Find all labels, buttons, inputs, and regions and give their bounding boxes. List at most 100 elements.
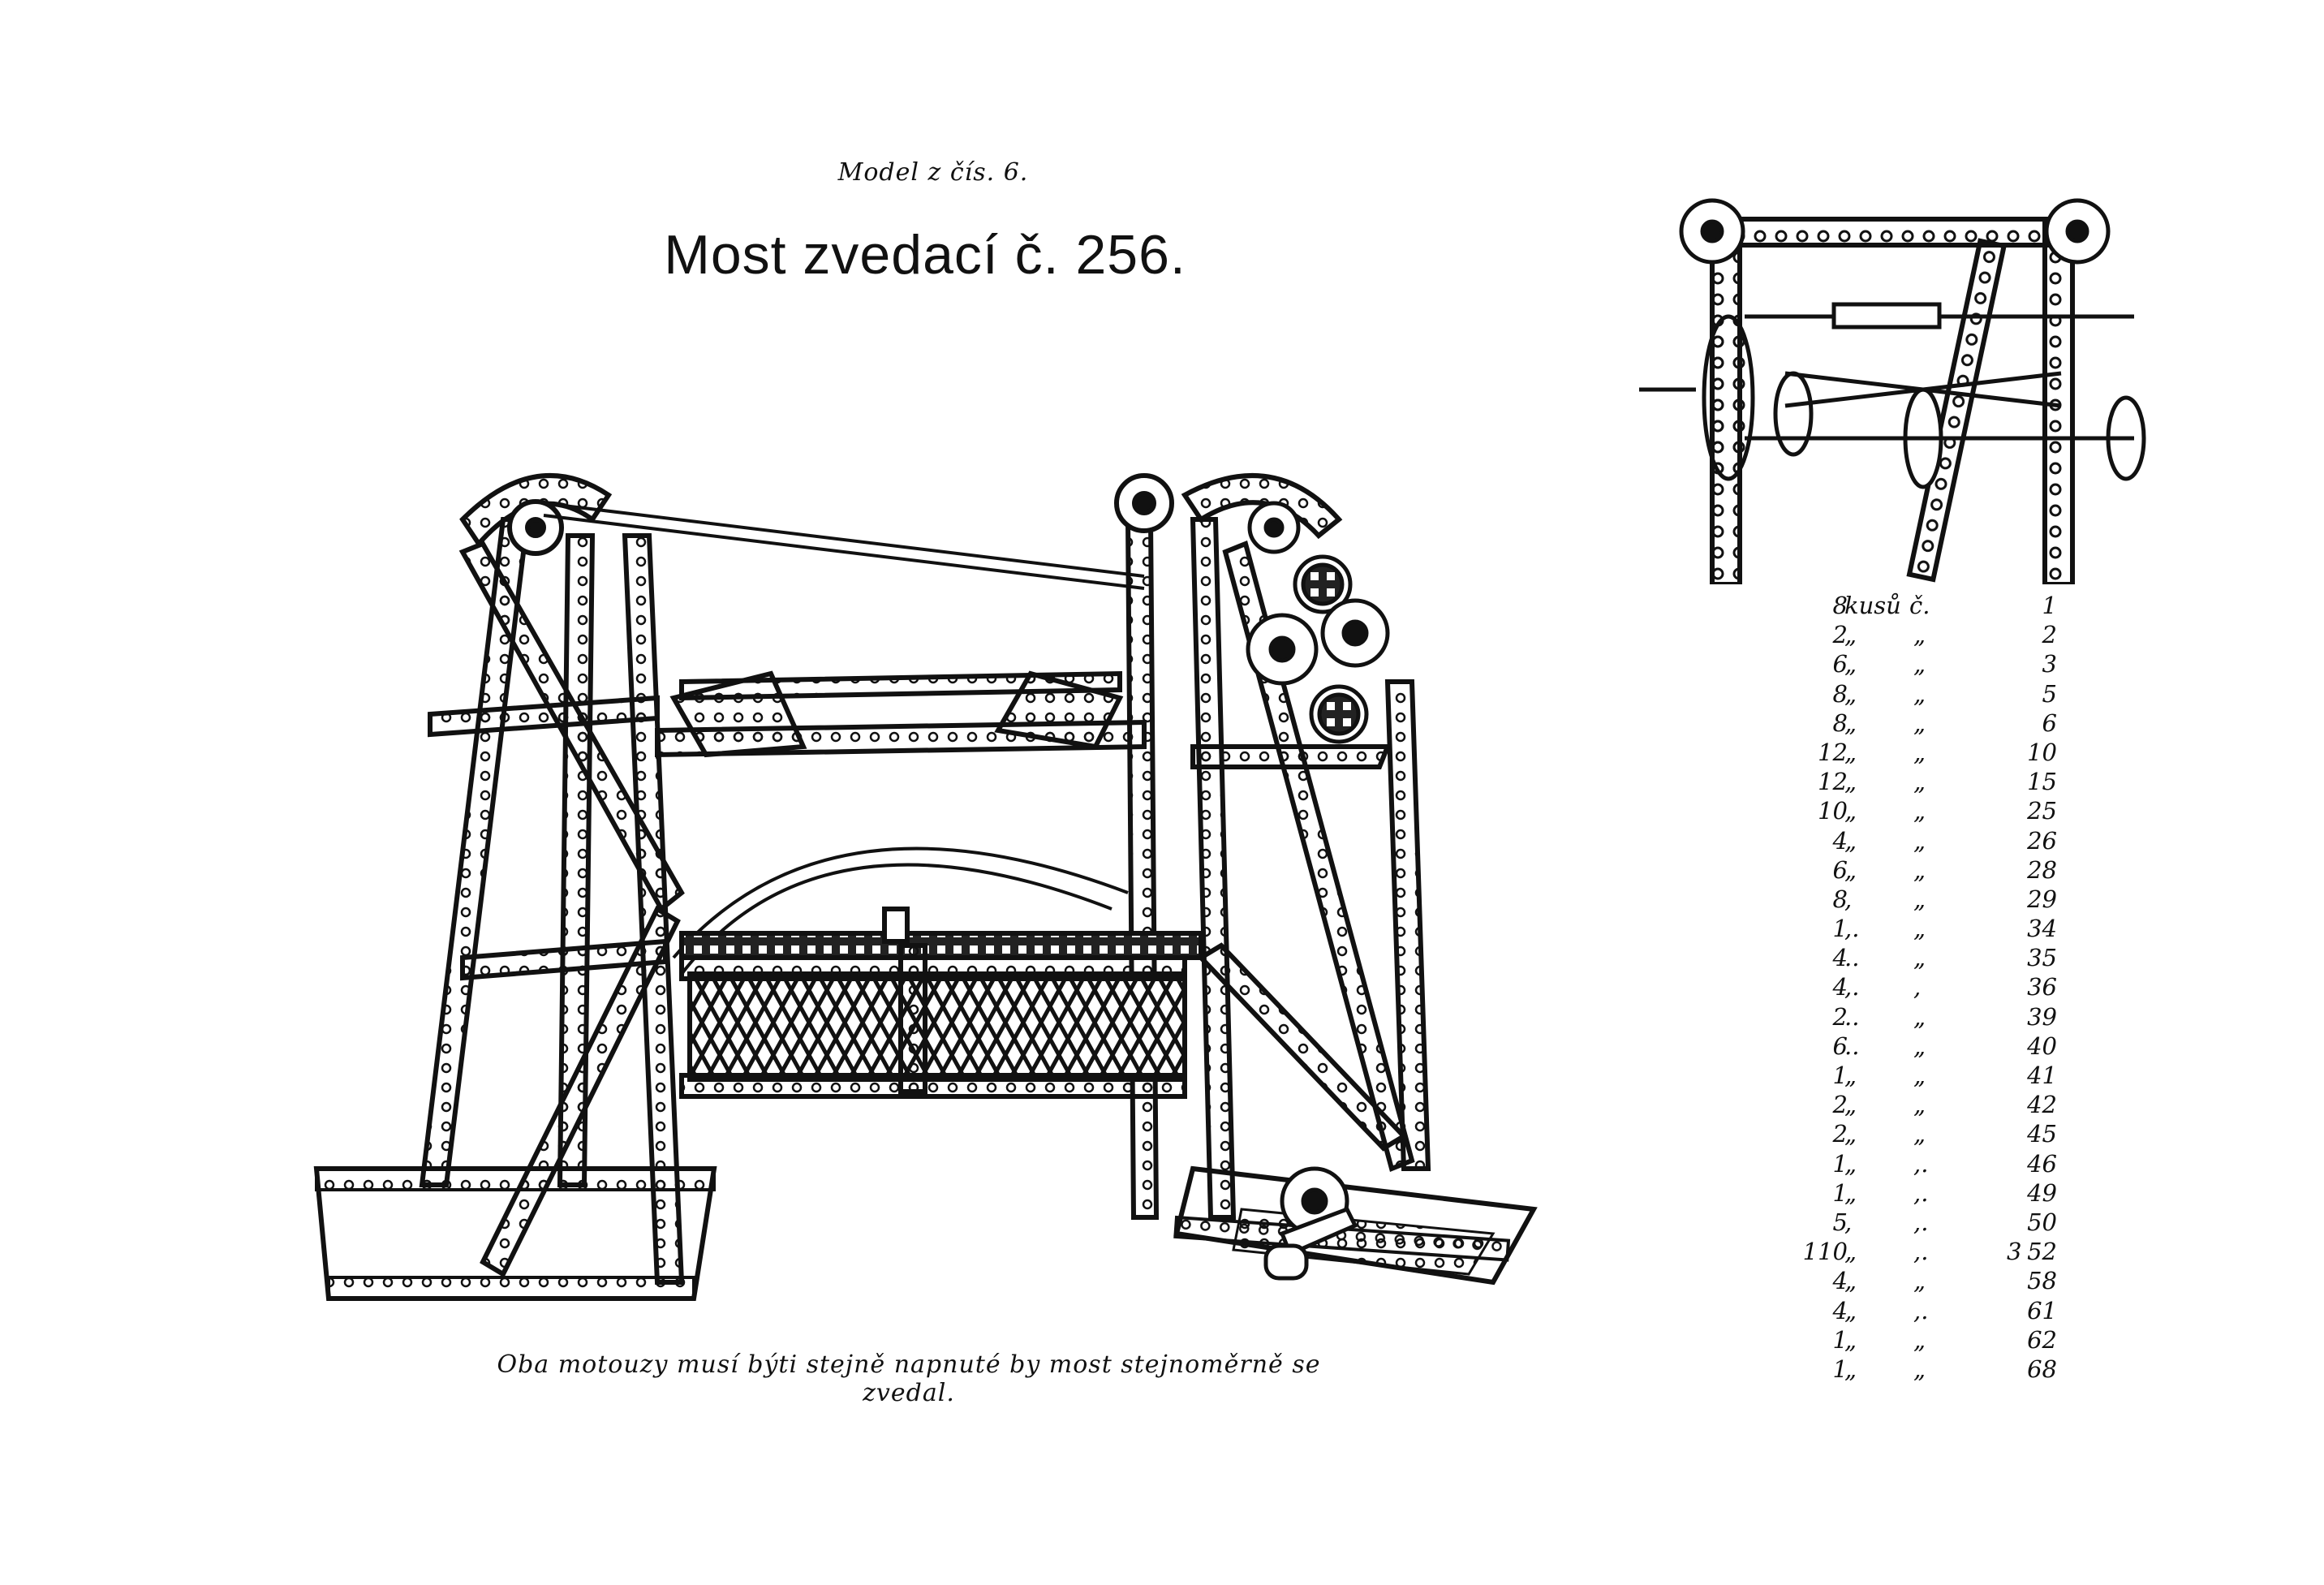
- parts-quantity: 2: [1832, 1120, 1848, 1148]
- parts-number: 36: [2027, 973, 2057, 1001]
- parts-unit: „: [1844, 826, 1857, 855]
- parts-list-row: 2„„42: [1781, 1090, 2057, 1119]
- parts-quantity: 6: [1832, 650, 1848, 678]
- parts-number: 2: [2042, 621, 2057, 649]
- parts-number: 5: [2042, 679, 2057, 708]
- parts-quantity: 4: [1832, 1267, 1848, 1295]
- parts-number-label: „: [1913, 679, 1926, 708]
- parts-quantity: 1: [1832, 1062, 1848, 1089]
- parts-quantity: 8: [1832, 885, 1848, 913]
- parts-list-row: 1„„68: [1781, 1355, 2057, 1384]
- parts-list-row: 4..„35: [1781, 943, 2057, 972]
- parts-unit: ,.: [1844, 973, 1860, 1001]
- parts-number-label: „: [1913, 885, 1926, 913]
- parts-list-row: 4„„26: [1781, 826, 2057, 855]
- parts-list-row: 8„„6: [1781, 709, 2057, 738]
- parts-number: 52: [2027, 1238, 2057, 1266]
- parts-list-row: 4,.,36: [1781, 972, 2057, 1001]
- parts-number: 41: [2027, 1062, 2057, 1089]
- parts-unit: ..: [1844, 1032, 1860, 1060]
- parts-number: 28: [2027, 855, 2057, 884]
- parts-number-label: „: [1913, 1002, 1926, 1031]
- parts-number-label: ,.: [1913, 1238, 1929, 1266]
- parts-number: 1: [2042, 592, 2057, 619]
- page-title: Most zvedací č. 256.: [664, 224, 1186, 286]
- parts-quantity: 4: [1832, 826, 1848, 855]
- parts-number-label: „: [1913, 650, 1926, 678]
- parts-unit: „: [1844, 1178, 1857, 1207]
- parts-number-label: „: [1913, 709, 1926, 737]
- parts-list-row: 6„„3: [1781, 649, 2057, 678]
- parts-number: 29: [2027, 885, 2057, 913]
- parts-quantity: 8: [1832, 679, 1848, 708]
- parts-number: 40: [2027, 1032, 2057, 1060]
- parts-number-label: „: [1913, 944, 1926, 972]
- parts-list-row: 1„,.46: [1781, 1149, 2057, 1178]
- lifting-cables: [543, 502, 1145, 976]
- parts-number-label: ,.: [1913, 1208, 1929, 1236]
- parts-number: 61: [2027, 1296, 2057, 1324]
- upper-span: [655, 670, 1147, 758]
- parts-unit: ,: [1844, 885, 1853, 913]
- left-tower: [419, 473, 685, 1285]
- parts-unit: „: [1844, 1296, 1857, 1324]
- parts-number-label: „: [1913, 797, 1926, 825]
- parts-number-label: ,.: [1913, 1296, 1929, 1324]
- parts-unit: „: [1844, 1120, 1857, 1148]
- right-tower: [1114, 473, 1431, 1220]
- parts-unit: „: [1844, 1238, 1857, 1266]
- parts-unit: „: [1844, 1091, 1857, 1119]
- parts-quantity: 2: [1832, 621, 1848, 649]
- parts-quantity: 12: [1818, 768, 1848, 796]
- parts-unit: ,.: [1844, 915, 1860, 943]
- parts-unit: „: [1844, 1149, 1857, 1178]
- parts-quantity: 6: [1832, 855, 1848, 884]
- parts-number: 49: [2027, 1178, 2057, 1207]
- parts-quantity: 6: [1832, 1032, 1848, 1060]
- parts-number: 42: [2027, 1091, 2057, 1119]
- parts-extra-note: 3: [2007, 1238, 2022, 1266]
- parts-number: 62: [2027, 1325, 2057, 1354]
- parts-number: 10: [2027, 738, 2057, 766]
- parts-number-label: „: [1913, 1355, 1926, 1383]
- parts-number: 3: [2042, 650, 2057, 678]
- parts-quantity: 4: [1832, 944, 1848, 972]
- parts-unit: „: [1844, 1325, 1857, 1354]
- parts-unit: „: [1844, 650, 1857, 678]
- parts-quantity: 1: [1832, 1178, 1848, 1207]
- parts-unit: „: [1844, 768, 1857, 796]
- parts-quantity: 10: [1818, 797, 1848, 825]
- parts-number-label: „: [1913, 915, 1926, 943]
- parts-number-label: „: [1913, 826, 1926, 855]
- parts-list-row: 8„„5: [1781, 679, 2057, 709]
- parts-unit: „: [1844, 1267, 1857, 1295]
- parts-quantity: 1: [1832, 1149, 1848, 1178]
- crank-handle: [1263, 1166, 1358, 1281]
- parts-unit: kusů: [1844, 592, 1901, 619]
- mechanism-detail-illustration: [1639, 198, 2146, 584]
- parts-list-row: 12„„10: [1781, 738, 2057, 767]
- parts-number-label: „: [1913, 1032, 1926, 1060]
- gear-train: [1246, 501, 1390, 744]
- parts-quantity: 4: [1832, 973, 1848, 1001]
- parts-number: 68: [2027, 1355, 2057, 1383]
- parts-number-label: č.: [1909, 592, 1930, 619]
- parts-quantity: 1: [1832, 915, 1848, 943]
- parts-quantity: 2: [1832, 1002, 1848, 1031]
- parts-list-row: 1,.„34: [1781, 914, 2057, 943]
- caption: Oba motouzy musí býti stejně napnuté by …: [497, 1350, 1321, 1407]
- parts-list-row: 8, „ 29: [1781, 885, 2057, 914]
- parts-number: 39: [2027, 1002, 2057, 1031]
- bridge-model-illustration: [313, 473, 1538, 1301]
- parts-number: 58: [2027, 1267, 2057, 1295]
- parts-unit: „: [1844, 1355, 1857, 1383]
- parts-list-row: 4„„58: [1781, 1266, 2057, 1295]
- parts-list-row: 1„,.49: [1781, 1178, 2057, 1208]
- parts-number: 26: [2027, 826, 2057, 855]
- parts-number: 6: [2042, 709, 2057, 737]
- parts-number-label: ,.: [1913, 1149, 1929, 1178]
- parts-quantity: 8: [1832, 592, 1848, 619]
